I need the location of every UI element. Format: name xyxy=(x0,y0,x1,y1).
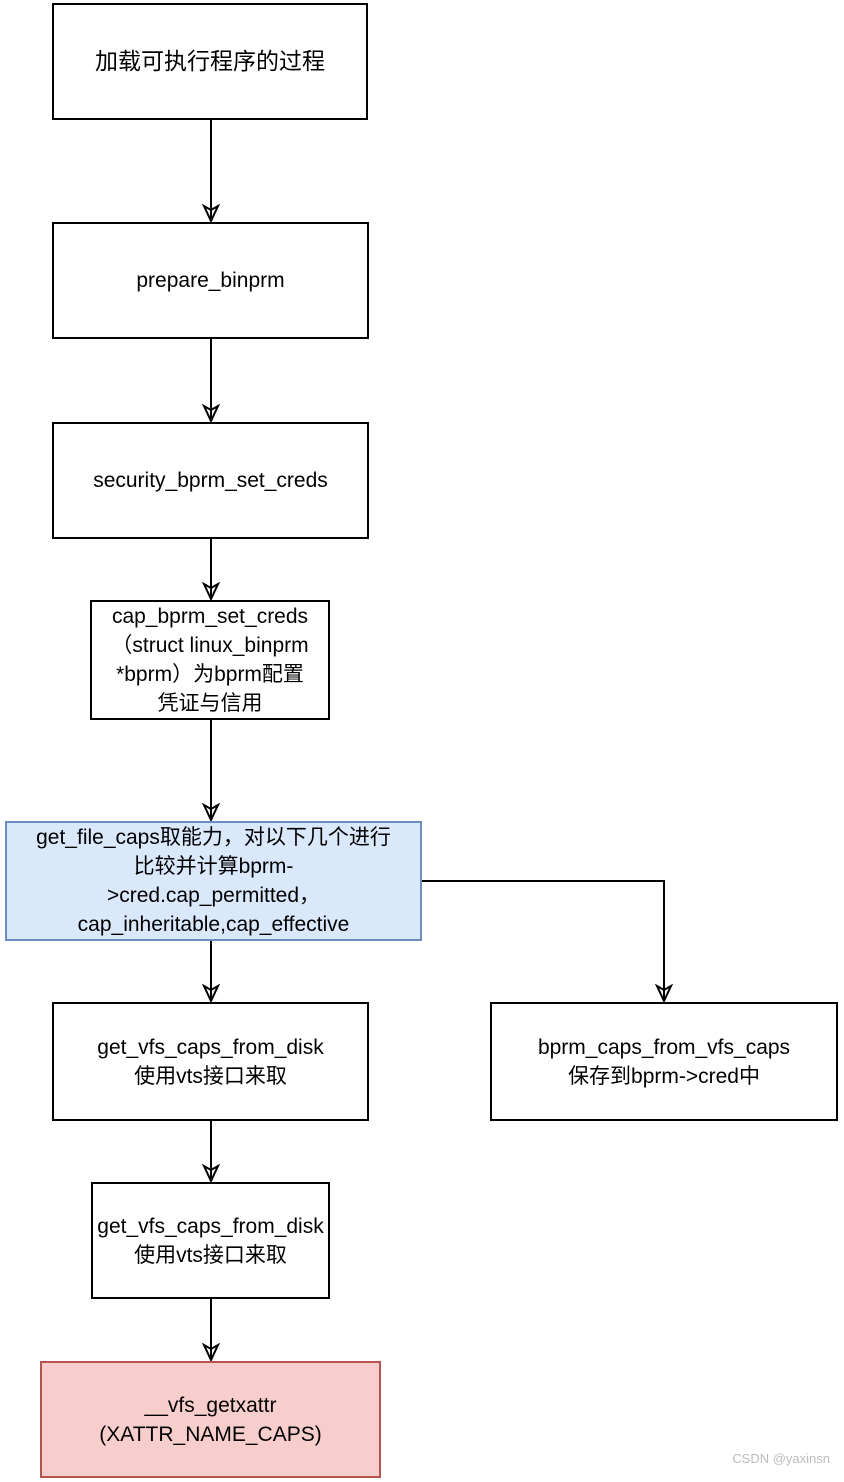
node-prepare-binprm: prepare_binprm xyxy=(52,222,369,339)
node-cap-bprm-set-creds-line: （struct linux_binprm xyxy=(111,634,309,657)
node-get-file-caps-line: 比较并计算bprm- xyxy=(133,855,294,878)
node-get-vfs-caps-from-disk-2: get_vfs_caps_from_disk 使用vts接口来取 xyxy=(91,1182,330,1299)
arrow-getfilecaps-to-bprmcaps xyxy=(422,880,664,1000)
node-cap-bprm-set-creds-line: 凭证与信用 xyxy=(157,692,263,715)
node-get-vfs-caps-from-disk-2-line: get_vfs_caps_from_disk xyxy=(97,1214,324,1238)
node-vfs-getxattr-line: (XATTR_NAME_CAPS) xyxy=(99,1422,322,1446)
node-security-bprm-set-creds: security_bprm_set_creds xyxy=(52,422,369,539)
node-security-bprm-set-creds-label: security_bprm_set_creds xyxy=(93,469,328,492)
node-prepare-binprm-label: prepare_binprm xyxy=(136,269,285,292)
node-get-file-caps-line: cap_inheritable,cap_effective xyxy=(77,913,350,936)
node-get-file-caps-line: >cred.cap_permitted， xyxy=(106,884,321,907)
node-load-process-label: 加载可执行程序的过程 xyxy=(95,48,325,74)
node-bprm-caps-from-vfs-caps: bprm_caps_from_vfs_caps 保存到bprm->cred中 xyxy=(490,1002,838,1121)
node-load-process: 加载可执行程序的过程 xyxy=(52,3,368,120)
node-get-file-caps: get_file_caps取能力，对以下几个进行 比较并计算bprm- >cre… xyxy=(5,821,422,941)
node-get-vfs-caps-from-disk-1: get_vfs_caps_from_disk 使用vts接口来取 xyxy=(52,1002,369,1121)
node-get-vfs-caps-from-disk-2-line: 使用vts接口来取 xyxy=(134,1243,287,1267)
node-bprm-caps-from-vfs-caps-line: 保存到bprm->cred中 xyxy=(568,1064,760,1088)
node-bprm-caps-from-vfs-caps-line: bprm_caps_from_vfs_caps xyxy=(537,1035,791,1059)
node-get-file-caps-line: get_file_caps取能力，对以下几个进行 xyxy=(36,826,391,849)
node-cap-bprm-set-creds: cap_bprm_set_creds （struct linux_binprm … xyxy=(90,600,330,720)
node-get-vfs-caps-from-disk-1-line: get_vfs_caps_from_disk xyxy=(97,1035,324,1059)
node-cap-bprm-set-creds-line: cap_bprm_set_creds xyxy=(111,605,309,628)
node-get-vfs-caps-from-disk-1-line: 使用vts接口来取 xyxy=(134,1064,287,1088)
node-cap-bprm-set-creds-line: *bprm）为bprm配置 xyxy=(116,663,304,686)
watermark: CSDN @yaxinsn xyxy=(732,1451,830,1466)
node-vfs-getxattr: __vfs_getxattr (XATTR_NAME_CAPS) xyxy=(40,1361,381,1478)
node-vfs-getxattr-line: __vfs_getxattr xyxy=(144,1393,277,1417)
